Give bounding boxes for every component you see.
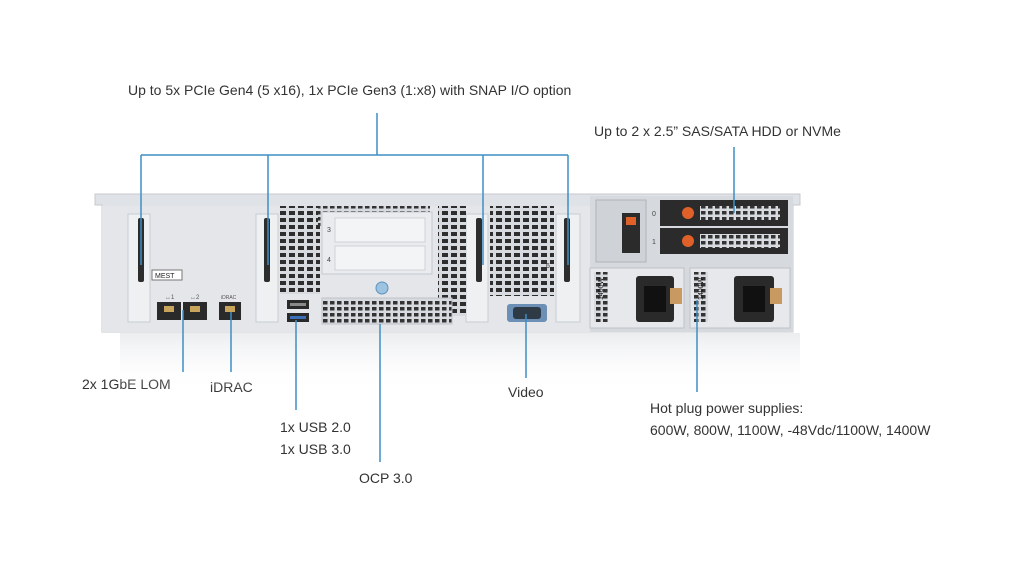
idrac-port-mark: iDRAC: [221, 295, 237, 301]
psu-list-label: 600W, 800W, 1100W, -48Vdc/1100W, 1400W: [650, 422, 931, 438]
slot-3-mark: 3: [327, 227, 331, 234]
vent-far-right: [490, 206, 554, 296]
drive-0-mark: 0: [652, 211, 656, 218]
lom-ports: MEST ↔1 ↔2: [151, 269, 207, 320]
slot-latch-3: [476, 218, 482, 282]
psu-title-label: Hot plug power supplies:: [650, 400, 804, 416]
power-supplies: 1400W 1400W: [589, 267, 791, 329]
lom-port-2-mark: ↔2: [190, 295, 200, 301]
vent-left: [280, 206, 320, 294]
callout-lines: [140, 113, 735, 462]
slot-latch-4: [564, 218, 570, 282]
slot-latch-2: [264, 218, 270, 282]
pcie-slots-label: Up to 5x PCIe Gen4 (5 x16), 1x PCIe Gen3…: [128, 82, 572, 98]
lom-tag: MEST: [155, 273, 175, 280]
chassis-reflection: [120, 333, 800, 393]
slot-6-mark: 6: [546, 263, 550, 270]
drive-bays-label: Up to 2 x 2.5” SAS/SATA HDD or NVMe: [594, 123, 841, 139]
ocp-card: [321, 297, 453, 325]
lom-port-1-mark: ↔1: [165, 295, 175, 301]
pcie-slot-covers: [127, 213, 581, 323]
vga-port: [507, 304, 547, 322]
usb3-label: 1x USB 3.0: [280, 441, 351, 457]
drive-bays: 0 1: [595, 199, 788, 263]
psu-2-tag: 1400W: [698, 277, 705, 300]
riser-blanks: 3 4 6: [321, 211, 550, 295]
captive-screw: [375, 281, 389, 295]
usb-ports: [287, 300, 309, 322]
ocp-label: OCP 3.0: [359, 470, 413, 486]
usb2-label: 1x USB 2.0: [280, 419, 351, 435]
psu-1-tag: 1400W: [598, 277, 605, 300]
idrac-port: iDRAC: [219, 295, 241, 320]
slot-4-mark: 4: [327, 257, 331, 264]
drive-1-mark: 1: [652, 239, 656, 246]
